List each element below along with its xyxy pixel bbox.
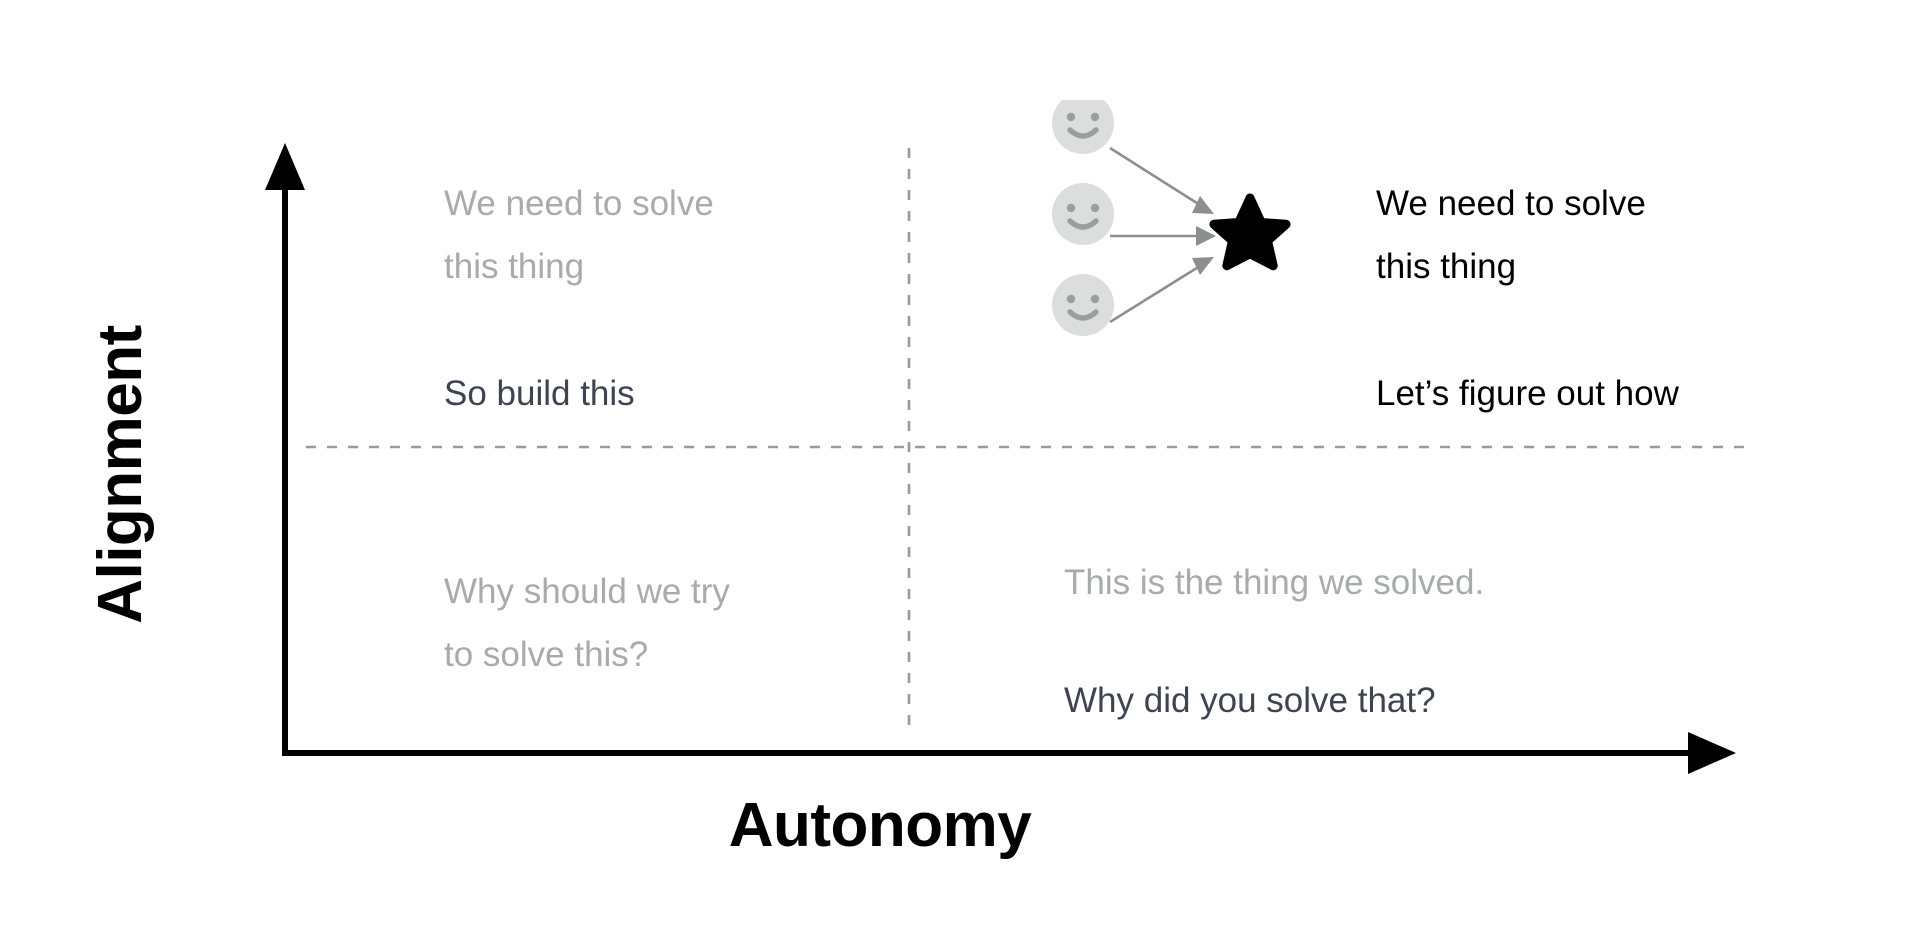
smiley-face-icon: [1052, 100, 1114, 154]
smiley-face-icon: [1052, 183, 1114, 245]
quadrant-bl-muted-line-2: to solve this?: [444, 635, 649, 674]
arrow-person-3-to-goal: [1109, 257, 1214, 324]
quadrant-tl-strong-line: So build this: [444, 374, 635, 413]
x-axis-label-text: Autonomy: [728, 791, 1032, 860]
quadrant-tr-line-3: Let’s figure out how: [1376, 374, 1679, 413]
y-axis-label-text: Alignment: [85, 324, 155, 624]
arrow-right-icon: [1688, 732, 1736, 774]
quadrant-top-right-text: We need to solve this thing Let’s figure…: [1376, 163, 1679, 434]
star-icon: [1209, 193, 1291, 271]
quadrant-bottom-right-text: This is the thing we solved. Why did you…: [1064, 542, 1484, 741]
smiley-face-icon: [1052, 274, 1114, 336]
quadrant-bl-muted-line-1: Why should we try: [444, 572, 730, 611]
quadrant-top-left-text: We need to solve this thing So build thi…: [444, 163, 714, 434]
alignment-cluster: [1040, 100, 1370, 400]
spacer: [444, 307, 714, 353]
quadrant-br-muted-line: This is the thing we solved.: [1064, 563, 1485, 602]
quadrant-tr-line-1: We need to solve: [1376, 184, 1646, 223]
x-axis-label: Autonomy: [0, 790, 1760, 861]
arrow-person-1-to-goal: [1109, 146, 1214, 214]
quadrant-tl-muted-line-2: this thing: [444, 247, 585, 286]
spacer: [1064, 623, 1484, 660]
quadrant-tl-muted-line-1: We need to solve: [444, 184, 714, 223]
quadrant-bottom-left-text: Why should we try to solve this?: [444, 551, 730, 695]
spacer: [1376, 307, 1679, 353]
arrow-person-2-to-goal: [1110, 226, 1216, 246]
arrow-up-icon: [265, 143, 305, 190]
quadrant-tr-line-2: this thing: [1376, 247, 1517, 286]
quadrant-br-strong-line: Why did you solve that?: [1064, 681, 1436, 720]
